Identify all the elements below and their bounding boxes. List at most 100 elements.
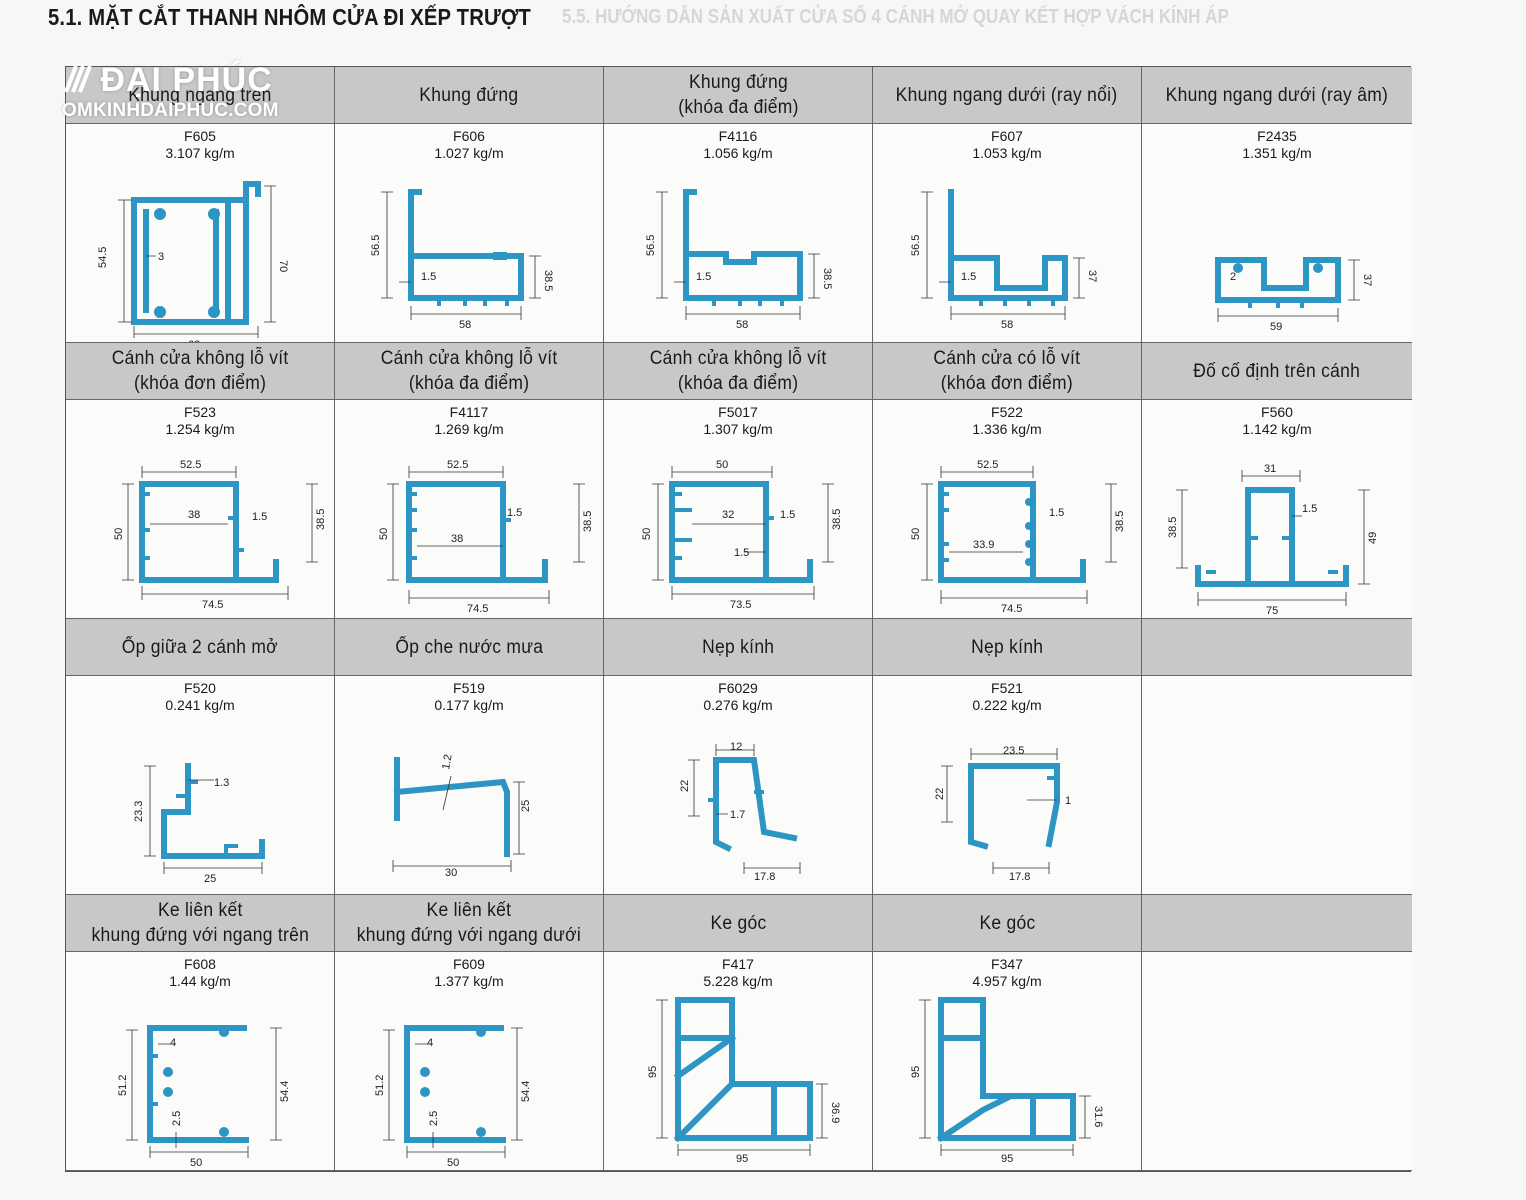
- profile-drawing: 56.5 38.5 1.5 58: [370, 189, 554, 331]
- dim-label: 17.8: [754, 871, 775, 883]
- dim-label: 17.8: [1009, 871, 1030, 883]
- profile-code: F4117: [449, 404, 489, 420]
- profile-weight: 0.177 kg/m: [434, 697, 504, 713]
- header-label: Khung đứng(khóa đa điểm): [677, 72, 799, 118]
- profile-cell-f6029: F6029 0.276 kg/m 12 22 1.7 17.8: [604, 676, 873, 895]
- profile-cell-f521: F521 0.222 kg/m 23.5 22 1 17.8: [873, 676, 1142, 895]
- profile-drawing: 1.3 23.3 25: [133, 763, 265, 885]
- dim-label: 38.5: [1114, 511, 1126, 532]
- profile-weight: 4.957 kg/m: [972, 973, 1042, 989]
- dim-label: 1.2: [440, 753, 454, 770]
- dim-label: 2: [1230, 271, 1236, 283]
- dim-label: 56.5: [370, 235, 382, 256]
- dim-label: 75: [1266, 605, 1278, 617]
- dim-label: 1.5: [780, 509, 795, 521]
- page-title: 5.1. MẶT CẮT THANH NHÔM CỬA ĐI XẾP TRƯỢT: [48, 4, 531, 30]
- dim-label: 58: [736, 319, 748, 331]
- empty-cell: [1142, 676, 1412, 895]
- dim-label: 50: [190, 1157, 202, 1169]
- dim-label: 50: [641, 528, 653, 540]
- profile-code: F417: [722, 956, 754, 972]
- dim-label: 1.5: [252, 511, 267, 523]
- dim-label: 74.5: [1001, 603, 1022, 615]
- dim-label: 95: [910, 1066, 922, 1078]
- background-bleed-text: 5.5. HƯỚNG DẪN SẢN XUẤT CỬA SỔ 4 CÁNH MỞ…: [562, 6, 1229, 28]
- profile-weight: 5.228 kg/m: [703, 973, 773, 989]
- header-cell: Khung ngang dưới (ray âm): [1142, 67, 1412, 124]
- dim-label: 23.3: [133, 801, 145, 822]
- dim-label: 38.5: [1167, 517, 1179, 538]
- header-cell: Khung đứng: [335, 67, 604, 124]
- profile-code: F4116: [718, 128, 758, 144]
- empty-cell: [1142, 952, 1412, 1171]
- profile-drawing: 52.5 50 38 1.5 38.5 74.5: [113, 459, 327, 611]
- header-cell: Cánh cửa không lỗ vít(khóa đa điểm): [604, 343, 873, 400]
- profile-weight: 1.351 kg/m: [1242, 145, 1312, 161]
- dim-label: 1.5: [961, 271, 976, 283]
- profile-weight: 0.276 kg/m: [703, 697, 773, 713]
- dim-label: 1.5: [421, 271, 436, 283]
- header-label: Nẹp kính: [701, 636, 775, 658]
- profile-drawing: 56.5 37 1.5 58: [910, 189, 1098, 331]
- profile-cell-f606: F606 1.027 kg/m 56.5 38.5 1.5 58: [335, 124, 604, 343]
- profile-cell-f5017: F5017 1.307 kg/m 50 50 32 1.5 38.5 1.5 7…: [604, 400, 873, 619]
- dim-label: 37: [1086, 270, 1098, 282]
- dim-label: 1.5: [1302, 503, 1317, 515]
- header-cell: Cánh cửa không lỗ vít(khóa đa điểm): [335, 343, 604, 400]
- profile-cell-f347: F347 4.957 kg/m 95 31.6 95: [873, 952, 1142, 1171]
- profile-code: F605: [184, 128, 216, 144]
- profile-drawing: 4 51.2 54.4 2.5 50: [374, 1025, 532, 1169]
- dim-label: 32: [722, 509, 734, 521]
- profile-drawing: 1.2 25 30: [392, 753, 532, 879]
- header-label: Đố cố định trên cánh: [1193, 360, 1361, 382]
- dim-label: 12: [730, 741, 742, 753]
- logo-url: OMKINHDAIPHUC.COM: [62, 100, 279, 121]
- dim-label: 1.5: [1049, 507, 1064, 519]
- dim-label: 37: [1361, 274, 1373, 286]
- profile-code: F607: [991, 128, 1023, 144]
- dim-label: 3: [158, 251, 164, 263]
- dim-label: 52.5: [180, 459, 201, 471]
- dim-label: 1.7: [730, 809, 745, 821]
- dim-label: 52.5: [977, 459, 998, 471]
- profile-cell-f520: F520 0.241 kg/m 1.3 23.3 25: [66, 676, 335, 895]
- header-cell: Ke góc: [873, 895, 1142, 952]
- profile-drawing: 23.5 22 1 17.8: [934, 745, 1071, 883]
- header-cell-empty: [1142, 619, 1412, 676]
- header-cell: Khung ngang dưới (ray nổi): [873, 67, 1142, 124]
- profile-code: F521: [991, 680, 1023, 696]
- profile-code: F606: [453, 128, 485, 144]
- dim-label: 2.5: [428, 1111, 440, 1126]
- profile-weight: 1.056 kg/m: [703, 145, 773, 161]
- profile-weight: 1.053 kg/m: [972, 145, 1042, 161]
- profile-cell-f4116: F4116 1.056 kg/m 56.5 38.5 1.5 58: [604, 124, 873, 343]
- dim-label: 1.5: [507, 507, 522, 519]
- dim-label: 38.5: [821, 268, 833, 289]
- profile-code: F5017: [718, 404, 758, 420]
- profile-weight: 1.142 kg/m: [1242, 421, 1312, 437]
- profile-cell-f522: F522 1.336 kg/m 52.5 50 1.5 38.5 33.9 74…: [873, 400, 1142, 619]
- dim-label: 38: [451, 533, 463, 545]
- dim-label: 49: [1367, 532, 1379, 544]
- header-label: Khung ngang dưới (ray nổi): [896, 84, 1118, 106]
- header-label: Ke góc: [709, 912, 767, 934]
- dim-label: 54.4: [279, 1081, 291, 1102]
- profile-code: F522: [991, 404, 1023, 420]
- header-cell: Cánh cửa có lỗ vít(khóa đơn điểm): [873, 343, 1142, 400]
- dim-label: 50: [716, 459, 728, 471]
- dim-label: 95: [1001, 1153, 1013, 1165]
- dim-label: 25: [520, 800, 532, 812]
- profile-weight: 1.44 kg/m: [169, 973, 231, 989]
- dim-label: 38.5: [542, 270, 554, 291]
- profile-code: F560: [1261, 404, 1293, 420]
- profile-weight: 1.269 kg/m: [434, 421, 504, 437]
- profile-cell-f607: F607 1.053 kg/m 56.5 37 1.5 58: [873, 124, 1142, 343]
- dim-label: 58: [1001, 319, 1013, 331]
- profile-code: F608: [184, 956, 216, 972]
- profile-code: F6029: [718, 680, 758, 696]
- profile-cell-f605: F605 3.107 kg/m 54.5 70 3 63: [66, 124, 335, 343]
- profile-drawing: 95 31.6 95: [910, 997, 1104, 1165]
- dim-label: 73.5: [730, 599, 751, 611]
